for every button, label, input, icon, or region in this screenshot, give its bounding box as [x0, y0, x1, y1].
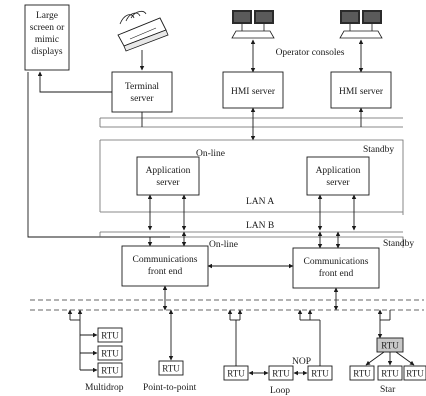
standby-label-1: Standby — [363, 145, 394, 155]
point-to-point-label: Point-to-point — [143, 383, 197, 393]
terminal-server-label-2: server — [130, 94, 154, 104]
star-rtu-3: RTU — [406, 369, 424, 379]
comm-fe-1-label-1: Communications — [133, 255, 198, 265]
loop-label: Loop — [270, 386, 290, 396]
lan-a-label: LAN A — [246, 197, 274, 207]
comm-front-end-box-1: Communications front end — [121, 245, 209, 287]
multidrop-topology: RTU RTU RTU Multidrop — [67, 309, 124, 393]
loop-rtu-2: RTU — [272, 369, 290, 379]
large-screen-label-1: Large — [36, 11, 58, 21]
multidrop-rtu-1: RTU — [101, 331, 119, 341]
multidrop-label: Multidrop — [85, 383, 124, 393]
terminal-server-label-1: Terminal — [125, 82, 160, 92]
terminal-printer-icon — [117, 10, 169, 52]
terminal-server-box: Terminal server — [111, 71, 173, 113]
operator-console-icon-right — [339, 10, 383, 39]
star-rtu-1: RTU — [353, 369, 371, 379]
comm-front-end-box-2: Communications front end — [292, 247, 380, 289]
multidrop-rtu-3: RTU — [101, 366, 119, 376]
p2p-rtu: RTU — [162, 364, 180, 374]
server-enclosure-top — [100, 139, 404, 215]
app-server-1-label-2: server — [156, 178, 180, 188]
app-server-2-label-1: Application — [316, 166, 361, 176]
terminal-largescreen-link — [37, 71, 112, 93]
hmi-server-label-1: HMI server — [231, 87, 276, 97]
star-rtu-2: RTU — [381, 369, 399, 379]
comm-fe-2-label-2: front end — [319, 268, 354, 279]
large-screen-label-3: mimic — [35, 35, 59, 45]
large-screen-label-4: displays — [31, 47, 62, 57]
hmi-server-box-1: HMI server — [222, 71, 284, 109]
online-label-2: On-line — [209, 240, 238, 250]
loop-rtu-3: RTU — [311, 369, 329, 379]
comm-fe-1-label-2: front end — [148, 266, 183, 277]
app-server-1-label-1: Application — [146, 166, 191, 176]
app-server-2-label-2: server — [326, 178, 350, 188]
point-to-point-topology: RTU Point-to-point — [143, 309, 197, 393]
online-label-1: On-line — [196, 149, 225, 159]
lan-b-label: LAN B — [246, 221, 274, 231]
star-topology: RTU RTU RTU RTU Star — [349, 309, 426, 395]
multidrop-rtu-2: RTU — [101, 349, 119, 359]
loop-rtu-1: RTU — [227, 369, 245, 379]
operator-console-icon-left — [231, 10, 275, 39]
star-hub-rtu: RTU — [381, 341, 399, 351]
large-screen-label-2: screen or — [30, 23, 65, 33]
nop-label: NOP — [292, 357, 311, 367]
fe-enclosure-top — [170, 236, 404, 248]
application-server-box-1: Application server — [136, 156, 200, 196]
star-label: Star — [380, 385, 396, 395]
application-server-box-2: Application server — [306, 156, 370, 196]
hmi-server-box-2: HMI server — [330, 71, 392, 109]
operator-consoles-label: Operator consoles — [276, 48, 345, 58]
largescreen-feed — [27, 72, 170, 238]
comm-fe-2-label-1: Communications — [304, 257, 369, 267]
large-screen-box: Large screen or mimic displays — [24, 4, 70, 71]
standby-label-2: Standby — [383, 239, 414, 249]
hmi-server-label-2: HMI server — [339, 87, 384, 97]
loop-topology: RTU RTU RTU NOP Loop — [223, 309, 333, 396]
